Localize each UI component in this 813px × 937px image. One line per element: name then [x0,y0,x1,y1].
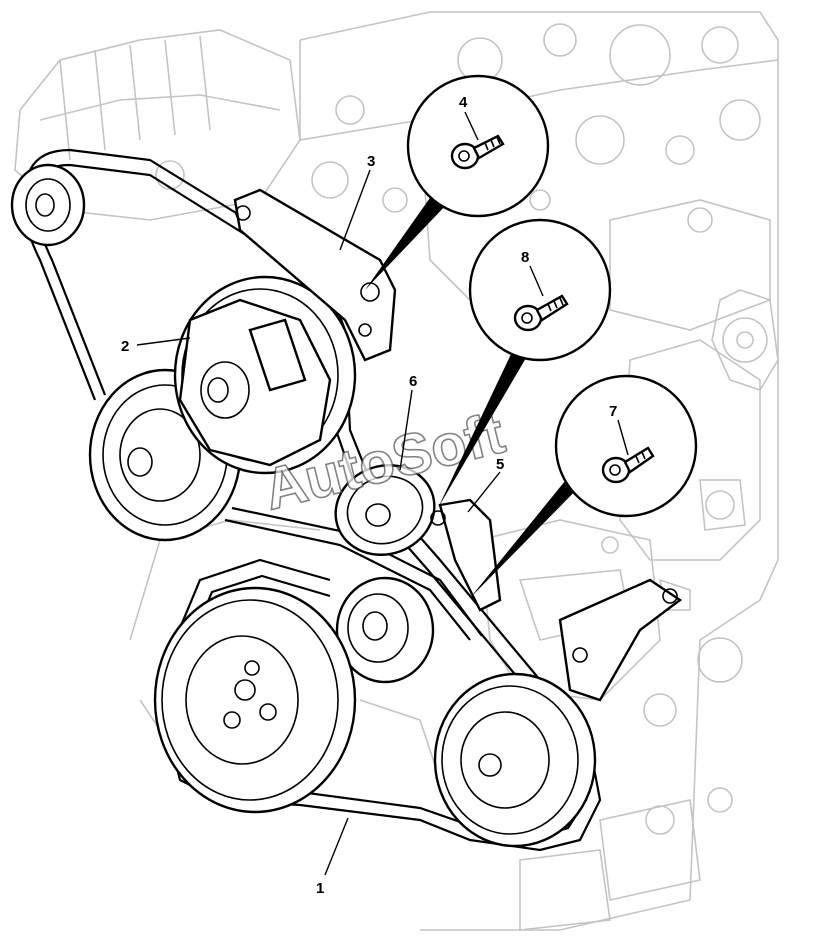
tensioner-bracket [430,498,683,702]
detail-bolt-7 [470,374,698,598]
callout-7: 7 [609,403,617,420]
callout-6: 6 [409,373,417,390]
callout-4: 4 [459,94,468,111]
bolt-icon [450,134,505,170]
callout-2: 2 [121,338,129,355]
callout-3: 3 [367,153,375,170]
leader-lines [136,111,629,876]
alternator [14,29,301,221]
alternator-pulley [10,163,86,247]
bolt-icon [601,446,655,484]
callout-labels: 1 2 3 4 5 6 7 8 [121,94,617,897]
idler-pulley [335,576,435,684]
callout-8: 8 [521,249,529,266]
mounting-bracket [233,188,397,362]
detail-bolt-4 [365,74,550,290]
callout-5: 5 [496,456,504,473]
crankshaft-pulley [153,586,357,814]
compressor-pulley [433,672,597,848]
callout-1: 1 [316,880,324,897]
tensioner-pulley [334,464,436,556]
bolt-icon [513,294,569,332]
water-pump-pulley [173,275,357,475]
